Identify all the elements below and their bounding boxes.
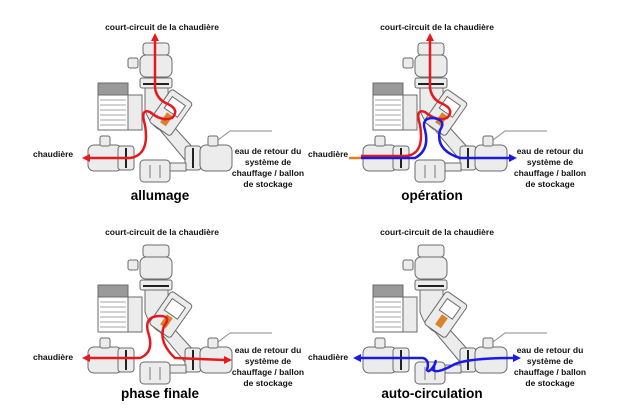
top-label: court-circuit de la chaudière [105, 227, 219, 237]
thermostat-element [435, 314, 448, 329]
arrow-right-icon [509, 154, 517, 162]
right-label: eau de retour du système de chauffage / … [231, 146, 305, 189]
right-label: eau de retour du système de chauffage / … [231, 345, 305, 388]
hot-flow-path [88, 40, 177, 160]
hot-flow-path-left [88, 314, 226, 362]
left-label: chaudière [33, 149, 74, 159]
arrow-up-icon [426, 33, 434, 41]
valve-diagram [349, 33, 548, 183]
valve-diagram [82, 244, 273, 385]
panel-operation: court-circuit de la chaudière chaudière … [308, 0, 630, 210]
arrow-left-icon [353, 354, 361, 362]
right-label: eau de retour du système de chauffage / … [513, 345, 587, 388]
panel-allumage: court-circuit de la chaudière chaudière … [0, 0, 315, 210]
arrow-up-icon [151, 33, 159, 41]
left-label: chaudière [33, 352, 74, 362]
mode-label: allumage [130, 188, 190, 203]
panel-phase-finale: court-circuit de la chaudière chaudière … [0, 210, 315, 420]
top-label: court-circuit de la chaudière [380, 22, 494, 32]
mode-label: opération [401, 188, 463, 203]
right-label: eau de retour du système de chauffage / … [513, 146, 587, 189]
top-label: court-circuit de la chaudière [105, 22, 219, 32]
left-label: chaudière [308, 352, 349, 362]
cold-flow-path [361, 116, 510, 160]
mode-label: auto-circulation [381, 386, 483, 401]
valve-diagram [353, 244, 548, 385]
left-label: chaudière [308, 149, 349, 159]
top-label: court-circuit de la chaudière [380, 227, 494, 237]
arrow-left-icon [82, 354, 90, 362]
mode-label: phase finale [120, 386, 200, 401]
arrow-right-icon [513, 354, 521, 362]
arrow-right-icon [224, 356, 232, 364]
cold-flow-path [357, 356, 516, 373]
panel-auto-circulation: court-circuit de la chaudière chaudière … [308, 210, 630, 420]
arrow-left-icon [82, 154, 90, 162]
valve-diagram [82, 33, 273, 183]
